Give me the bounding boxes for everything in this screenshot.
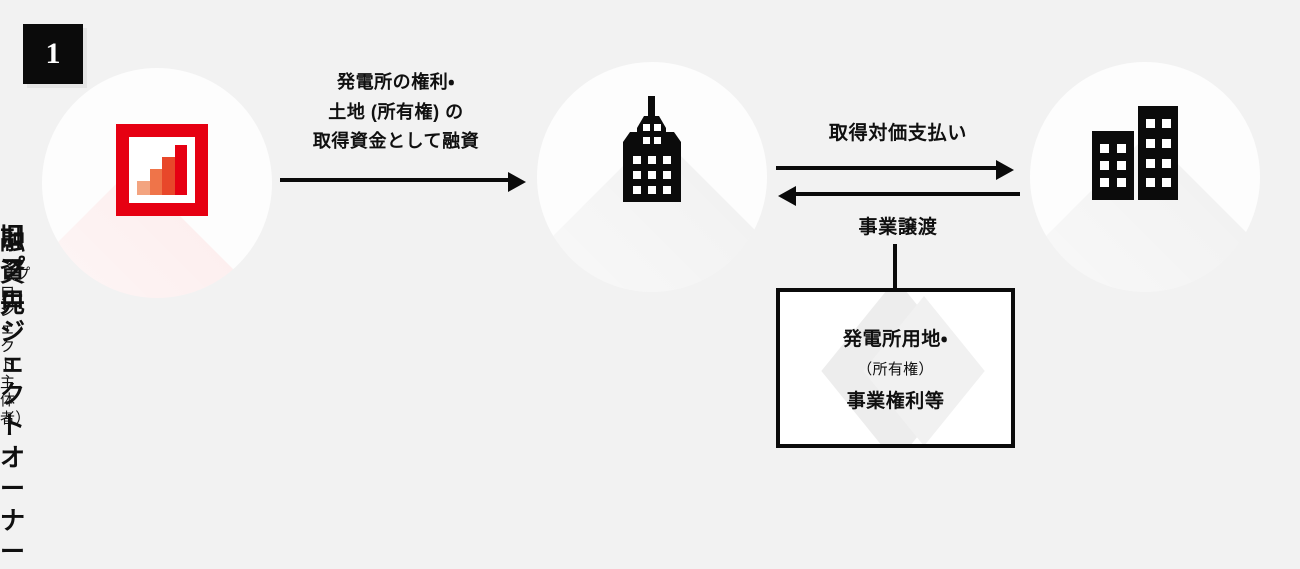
arrow-payment-head xyxy=(996,160,1014,180)
bar-chart-bar-2 xyxy=(149,169,162,195)
connector-stem xyxy=(893,244,897,290)
bar-chart-bar-4 xyxy=(174,145,187,195)
step-badge-number: 1 xyxy=(45,37,61,70)
asset-box-line-2: （所有権） xyxy=(857,360,934,378)
arrow-loan-head xyxy=(508,172,526,192)
step-badge: 1 xyxy=(23,24,83,84)
arrow-loan-line xyxy=(280,178,512,182)
asset-box-text: 発電所用地・ （所有権） 事業権利等 xyxy=(780,292,1011,444)
arrow-payment-line xyxy=(776,166,1000,170)
twin-buildings-icon xyxy=(1092,106,1178,200)
diagram-canvas: 1 発電所の権利・ 土地 (所有権) の 取得資金として融資 xyxy=(0,24,1260,566)
skyscraper-icon xyxy=(623,96,681,202)
bar-chart-icon xyxy=(116,124,208,216)
bar-chart-icon-inner xyxy=(129,137,195,203)
arrow-transfer-line xyxy=(796,192,1020,196)
arrow-transfer-head xyxy=(778,186,796,206)
asset-box: 発電所用地・ （所有権） 事業権利等 xyxy=(776,288,1015,448)
arrow-label-transfer: 事業譲渡 xyxy=(858,217,938,238)
arrow-label-payment: 取得対価支払い xyxy=(828,123,968,144)
asset-box-line-3: 事業権利等 xyxy=(846,390,945,412)
bar-chart-bar-1 xyxy=(137,181,150,195)
arrow-label-loan: 発電所の権利・ 土地 (所有権) の 取得資金として融資 xyxy=(312,72,480,152)
bar-chart-bar-3 xyxy=(162,157,175,195)
asset-box-line-1: 発電所用地・ xyxy=(843,328,948,350)
bar-chart-bars xyxy=(137,145,187,195)
